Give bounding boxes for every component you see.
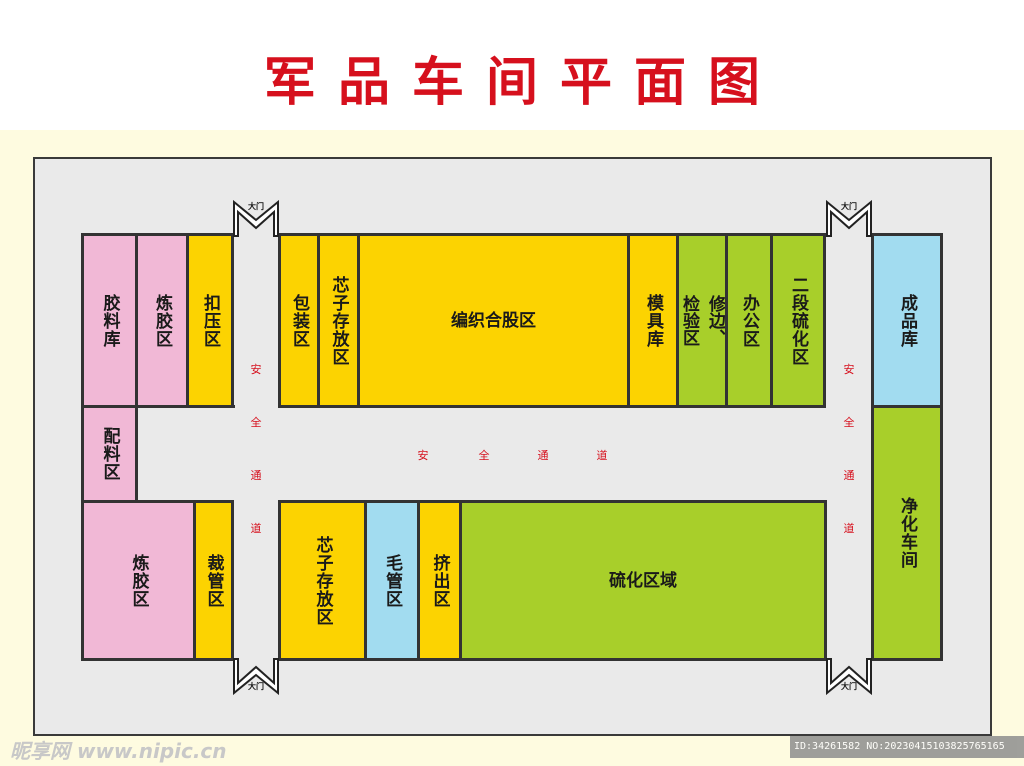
watermark-left: 昵享网 www.nipic.cn bbox=[10, 739, 227, 763]
room-label: 扣压区 bbox=[200, 293, 220, 348]
room-label: 芯子存放区 bbox=[312, 535, 333, 626]
room-label: 包装区 bbox=[289, 293, 309, 348]
room-label: 办公区 bbox=[739, 293, 759, 348]
room-moju: 模具库 bbox=[627, 233, 679, 408]
room-jichu: 挤出区 bbox=[417, 500, 462, 661]
gate-bottom-right-icon bbox=[826, 658, 872, 695]
room-label: 挤出区 bbox=[429, 553, 450, 608]
room-label: 炼胶区 bbox=[152, 293, 172, 348]
room-lianjiao-bottom: 炼胶区 bbox=[81, 500, 196, 661]
gate-label: 大门 bbox=[248, 202, 264, 211]
room-label: 成品库 bbox=[897, 293, 917, 348]
corridor-label-char: 安 bbox=[417, 449, 429, 462]
corridor-label-char: 通 bbox=[537, 449, 549, 462]
corridor-label-char: 全 bbox=[843, 416, 855, 429]
corridor-label-char: 通 bbox=[250, 469, 262, 482]
page-title: 军品车间平面图 bbox=[263, 53, 782, 113]
room-jiaoliaoku: 胶料库 bbox=[81, 233, 138, 408]
room-label: 裁管区 bbox=[203, 553, 224, 608]
corridor-wall bbox=[135, 405, 235, 408]
room-jinghua: 净化车间 bbox=[871, 405, 943, 661]
room-label: 二段硫化区 bbox=[788, 275, 808, 366]
room-chengpin: 成品库 bbox=[871, 233, 943, 408]
gate-bottom-left-icon bbox=[233, 658, 279, 695]
room-label: 配料区 bbox=[99, 427, 120, 481]
corridor-label-char: 全 bbox=[250, 416, 262, 429]
room-label: 胶料库 bbox=[99, 293, 120, 348]
room-label: 毛管区 bbox=[382, 553, 402, 608]
room-xinzi-top: 芯子存放区 bbox=[317, 233, 360, 408]
gate-label: 大门 bbox=[248, 682, 264, 691]
room-label: 修边、 bbox=[705, 295, 725, 346]
room-label: 硫化区域 bbox=[609, 570, 677, 591]
corridor-label-char: 道 bbox=[596, 449, 608, 462]
room-kouya: 扣压区 bbox=[186, 233, 234, 408]
room-peiliao: 配料区 bbox=[81, 405, 138, 503]
room-baozhuang: 包装区 bbox=[278, 233, 320, 408]
corridor-wall bbox=[135, 500, 195, 503]
corridor-label-char: 全 bbox=[478, 449, 490, 462]
corridor-label-char: 安 bbox=[250, 363, 262, 376]
room-label: 编织合股区 bbox=[451, 310, 536, 331]
corridor-label-char: 道 bbox=[250, 522, 262, 535]
gate-label: 大门 bbox=[841, 202, 857, 211]
watermark-right: ID:34261582 NO:20230415103825765165 bbox=[790, 736, 1024, 758]
room-xiubian-jianyan: 检验区 修边、 bbox=[676, 233, 728, 408]
corridor-label-char: 道 bbox=[843, 522, 855, 535]
gate-top-right-icon bbox=[826, 200, 872, 237]
room-label: 净化车间 bbox=[897, 497, 917, 569]
room-label: 检验区 bbox=[679, 295, 699, 346]
room-bangong: 办公区 bbox=[725, 233, 773, 408]
room-label: 模具库 bbox=[643, 293, 663, 348]
room-label: 芯子存放区 bbox=[328, 275, 349, 366]
corridor-label-char: 安 bbox=[843, 363, 855, 376]
room-maoguan: 毛管区 bbox=[364, 500, 420, 661]
room-liuhua: 硫化区域 bbox=[459, 500, 827, 661]
room-bianzhi: 编织合股区 bbox=[357, 233, 630, 408]
room-erduan: 二段硫化区 bbox=[770, 233, 826, 408]
room-lianjiao-top: 炼胶区 bbox=[135, 233, 189, 408]
room-label: 炼胶区 bbox=[128, 553, 149, 608]
gate-top-left-icon bbox=[233, 200, 279, 237]
header bbox=[0, 0, 1024, 130]
room-xinzi-bottom: 芯子存放区 bbox=[278, 500, 367, 661]
corridor-label-char: 通 bbox=[843, 469, 855, 482]
gate-label: 大门 bbox=[841, 682, 857, 691]
room-caiguan: 裁管区 bbox=[193, 500, 234, 661]
